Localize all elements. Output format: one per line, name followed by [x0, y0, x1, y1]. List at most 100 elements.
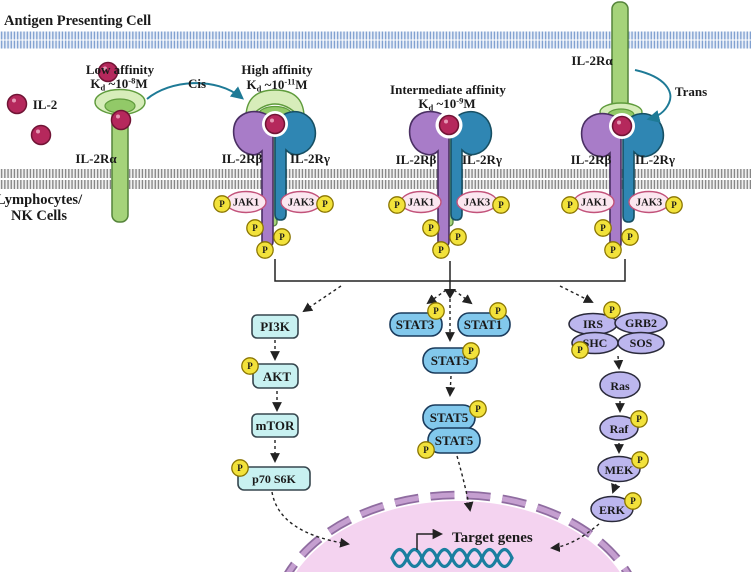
- stat1-node: STAT1: [464, 317, 503, 332]
- phospho-badge: P: [241, 357, 259, 375]
- high-affinity-kd: Kd ~10-11M: [246, 77, 307, 94]
- phospho-badge: P: [630, 410, 648, 428]
- il2-ligands: IL-2: [6, 61, 119, 146]
- apc-membrane: [0, 31, 751, 49]
- intermediate-title: Intermediate affinity: [390, 82, 506, 97]
- jak3-label: JAK3: [288, 198, 314, 209]
- trans-gamma-label: IL-2Rγ: [635, 152, 675, 167]
- svg-text:P: P: [498, 200, 504, 210]
- trans-presentation-receptor: [580, 1, 665, 250]
- high-affinity-receptor: [232, 89, 317, 248]
- akt-node: AKT: [263, 369, 292, 384]
- phospho-badge: P: [316, 195, 334, 213]
- phospho-badge: P: [631, 451, 649, 469]
- cis-label: Cis: [188, 76, 206, 91]
- svg-text:P: P: [567, 200, 573, 210]
- svg-text:P: P: [600, 223, 606, 233]
- dna-helix: [390, 547, 514, 569]
- phospho-badge: P: [273, 228, 291, 246]
- lymphocyte-label-line1: Lymphocytes/: [0, 192, 83, 208]
- jak1-label: JAK1: [408, 198, 434, 209]
- low-affinity-receptor: [94, 88, 146, 223]
- signal-collector: [274, 259, 626, 342]
- svg-text:P: P: [262, 245, 268, 255]
- phospho-badge: P: [621, 228, 639, 246]
- intermediate-affinity-receptor: [408, 110, 493, 248]
- svg-text:P: P: [455, 232, 461, 242]
- svg-text:P: P: [322, 199, 328, 209]
- low-affinity-title: Low affinity: [86, 62, 155, 77]
- svg-text:P: P: [219, 199, 225, 209]
- phospho-badge: P: [462, 342, 480, 360]
- svg-text:P: P: [279, 232, 285, 242]
- sos-node: SOS: [630, 336, 653, 350]
- trans-label: Trans: [675, 84, 707, 99]
- jak3-label: JAK3: [636, 198, 662, 209]
- phospho-badge: P: [469, 400, 487, 418]
- phospho-badge: P: [624, 492, 642, 510]
- phospho-badge: P: [427, 302, 445, 320]
- phospho-badge: P: [246, 219, 264, 237]
- svg-text:P: P: [630, 496, 636, 506]
- raf-node: Raf: [610, 422, 630, 436]
- mapk-pathway: IRS GRB2 SHC SOS P P Ras Raf P MEK P ERK…: [550, 301, 668, 553]
- phospho-badge: P: [665, 196, 683, 214]
- svg-text:P: P: [468, 346, 474, 356]
- trans-complex-jaks: JAK1 JAK3 P P P P P: [561, 190, 683, 259]
- target-genes-label: Target genes: [452, 530, 533, 546]
- phospho-badge: P: [231, 459, 249, 477]
- apc-label: Antigen Presenting Cell: [4, 13, 151, 29]
- intermediate-beta-label: IL-2Rβ: [396, 152, 437, 167]
- phospho-badge: P: [571, 341, 589, 359]
- pi3k-node: PI3K: [260, 319, 291, 334]
- cis-arrow: [146, 82, 245, 100]
- svg-text:P: P: [627, 232, 633, 242]
- stat5-dimer-top-node: STAT5: [430, 410, 469, 425]
- phospho-badge: P: [489, 302, 507, 320]
- trans-beta-label: IL-2Rβ: [571, 152, 612, 167]
- phospho-badge: P: [603, 301, 621, 319]
- svg-text:P: P: [609, 305, 615, 315]
- phospho-badge: P: [388, 196, 406, 214]
- svg-text:P: P: [247, 361, 253, 371]
- intermediate-kd: Kd ~10-9M: [418, 96, 475, 113]
- low-alpha-label: IL-2Rα: [75, 151, 117, 166]
- svg-text:P: P: [636, 414, 642, 424]
- grb2-node: GRB2: [625, 316, 657, 330]
- svg-text:P: P: [428, 223, 434, 233]
- svg-text:P: P: [423, 445, 429, 455]
- svg-text:P: P: [671, 200, 677, 210]
- phospho-badge: P: [213, 195, 231, 213]
- svg-text:P: P: [433, 306, 439, 316]
- phospho-badge: P: [594, 219, 612, 237]
- il2-label: IL-2: [33, 97, 58, 112]
- phospho-badge: P: [422, 219, 440, 237]
- lymphocyte-membrane: [0, 169, 751, 189]
- svg-text:P: P: [475, 404, 481, 414]
- svg-text:P: P: [237, 463, 243, 473]
- intermediate-gamma-label: IL-2Rγ: [462, 152, 502, 167]
- phospho-badge: P: [604, 241, 622, 259]
- stat3-node: STAT3: [396, 317, 435, 332]
- phospho-badge: P: [432, 241, 450, 259]
- nucleus: [284, 490, 632, 572]
- svg-text:P: P: [577, 345, 583, 355]
- erk-node: ERK: [599, 503, 626, 517]
- mek-node: MEK: [605, 463, 634, 477]
- irs-node: IRS: [583, 317, 603, 331]
- phospho-badge: P: [492, 196, 510, 214]
- intermediate-jaks: JAK1 JAK3 P P P P P: [388, 190, 510, 259]
- mtor-node: mTOR: [256, 418, 295, 433]
- jak3-label: JAK3: [464, 198, 490, 209]
- svg-text:P: P: [394, 200, 400, 210]
- phospho-badge: P: [449, 228, 467, 246]
- jak1-label: JAK1: [233, 198, 259, 209]
- stat-pathway: STAT3 P STAT1 P STAT5 P STAT5 P STAT5 P: [389, 302, 511, 512]
- phospho-badge: P: [256, 241, 274, 259]
- svg-text:P: P: [637, 455, 643, 465]
- svg-text:P: P: [495, 306, 501, 316]
- lymphocyte-label-line2: NK Cells: [11, 208, 67, 224]
- high-beta-label: IL-2Rβ: [222, 151, 263, 166]
- stat5-node: STAT5: [431, 353, 470, 368]
